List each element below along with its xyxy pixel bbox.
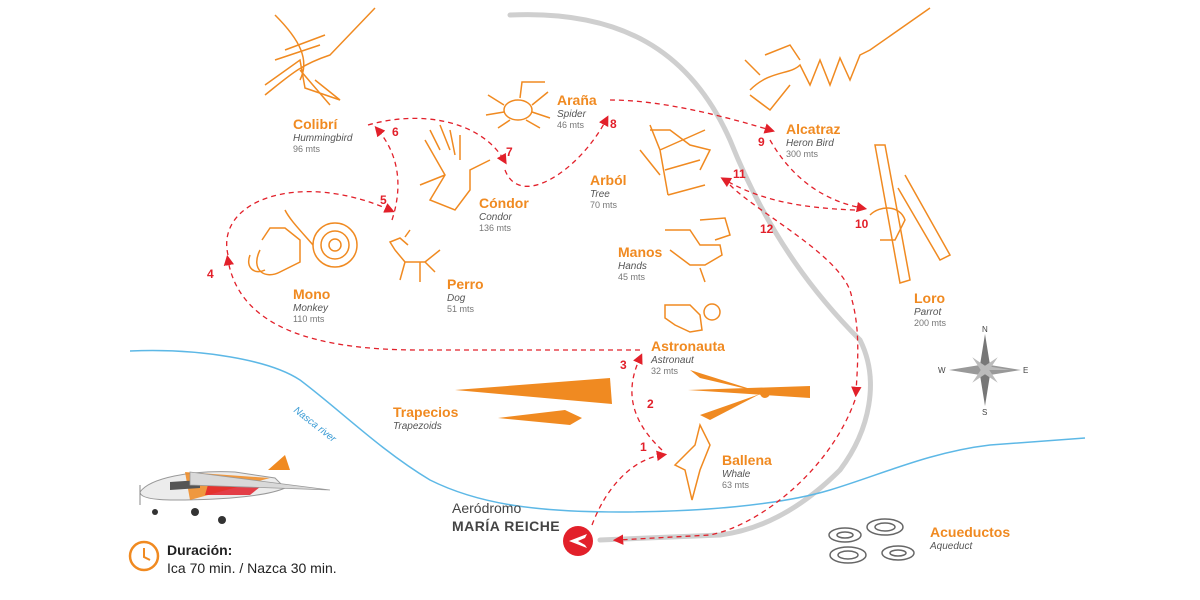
route-stop-1: 1: [640, 440, 647, 454]
label-arbol: Arból Tree 70 mts: [590, 173, 627, 211]
hands-figure: [665, 217, 731, 283]
airport-line2: MARÍA REICHE: [452, 517, 561, 534]
label-manos: Manos Hands 45 mts: [618, 245, 662, 283]
figure-name: Perro: [447, 276, 484, 292]
spider-figure: [485, 81, 551, 129]
figure-english: Heron Bird: [786, 137, 834, 149]
figure-english: Astronaut: [651, 354, 694, 366]
figure-size: 63 mts: [722, 480, 750, 491]
dog-figure: [388, 229, 441, 282]
clock-icon: [128, 540, 160, 572]
figure-name: Acueductos: [930, 524, 1011, 540]
compass-east: E: [1023, 366, 1029, 375]
nasca-river: [129, 349, 1086, 513]
figure-english: Hummingbird: [293, 132, 353, 144]
airport-label: Aeródromo MARÍA REICHE: [452, 500, 560, 535]
compass-rose-icon: [949, 334, 1021, 406]
label-acueductos: Acueductos Aqueduct: [930, 525, 1010, 552]
route-stop-9: 9: [758, 135, 765, 149]
figure-english: Whale: [722, 468, 751, 480]
figure-name: Ballena: [722, 452, 772, 468]
figure-english: Parrot: [914, 306, 942, 318]
label-colibri: Colibrí Hummingbird 96 mts: [293, 117, 352, 155]
heron-figure: [744, 7, 931, 112]
figure-name: Arból: [590, 172, 627, 188]
figure-name: Trapecios: [393, 404, 459, 420]
label-trapecios: Trapecios Trapezoids: [393, 405, 458, 432]
duration-box: Duración: Ica 70 min. / Nazca 30 min.: [167, 541, 337, 577]
figure-size: 200 mts: [914, 318, 947, 329]
figure-size: 110 mts: [293, 314, 325, 325]
figure-english: Dog: [447, 292, 466, 304]
label-astronauta: Astronauta Astronaut 32 mts: [651, 339, 725, 377]
figure-name: Araña: [557, 92, 597, 108]
label-ballena: Ballena Whale 63 mts: [722, 453, 772, 491]
figure-english: Tree: [590, 188, 610, 200]
figure-english: Aqueduct: [930, 540, 973, 552]
figure-english: Monkey: [293, 302, 329, 314]
figure-size: 51 mts: [447, 304, 475, 315]
route-stop-2: 2: [647, 397, 654, 411]
condor-figure: [419, 124, 491, 211]
figure-english: Hands: [618, 260, 647, 272]
figure-english: Spider: [557, 108, 586, 120]
duration-text: Ica 70 min. / Nazca 30 min.: [167, 560, 337, 577]
duration-title: Duración:: [167, 542, 233, 558]
figure-size: 46 mts: [557, 120, 585, 131]
figure-name: Alcatraz: [786, 121, 841, 137]
tree-figure: [639, 124, 712, 196]
route-stop-4: 4: [207, 267, 214, 281]
flight-route: [223, 99, 868, 545]
road: [507, 12, 873, 543]
figure-size: 32 mts: [651, 366, 679, 377]
figure-english: Condor: [479, 211, 512, 223]
route-stop-11: 11: [733, 167, 746, 181]
route-stop-5: 5: [380, 193, 387, 207]
whale-figure: [673, 422, 711, 501]
airport-line1: Aeródromo: [452, 500, 522, 516]
compass-south: S: [982, 408, 988, 417]
trapezoids-figure: [455, 370, 810, 425]
figure-size: 45 mts: [618, 272, 646, 283]
compass-west: W: [938, 366, 946, 375]
route-stop-12: 12: [760, 222, 774, 236]
airplane-icon: [563, 526, 593, 556]
astronaut-figure: [664, 303, 721, 333]
figure-name: Manos: [618, 244, 663, 260]
figure-size: 300 mts: [786, 149, 819, 160]
figure-name: Cóndor: [479, 195, 529, 211]
compass-north: N: [982, 325, 988, 334]
figure-name: Colibrí: [293, 116, 338, 132]
figure-name: Loro: [914, 290, 946, 306]
hummingbird-figure: [264, 7, 376, 106]
airplane-illustration: [139, 455, 331, 524]
figure-english: Trapezoids: [393, 420, 442, 432]
route-stop-3: 3: [620, 358, 627, 372]
label-condor: Cóndor Condor 136 mts: [479, 196, 529, 234]
figure-size: 136 mts: [479, 223, 512, 234]
aqueduct-figure: [828, 518, 915, 564]
figure-size: 96 mts: [293, 144, 321, 155]
label-perro: Perro Dog 51 mts: [447, 277, 484, 315]
route-stop-10: 10: [855, 217, 869, 231]
label-alcatraz: Alcatraz Heron Bird 300 mts: [786, 122, 840, 160]
label-loro: Loro Parrot 200 mts: [914, 291, 946, 329]
figure-name: Astronauta: [651, 338, 725, 354]
figure-size: 70 mts: [590, 200, 618, 211]
label-mono: Mono Monkey 110 mts: [293, 287, 330, 325]
parrot-figure: [869, 144, 952, 284]
figure-name: Mono: [293, 286, 331, 302]
label-arana: Araña Spider 46 mts: [557, 93, 597, 131]
route-stop-6: 6: [392, 125, 399, 139]
route-stop-8: 8: [610, 117, 617, 131]
route-stop-7: 7: [506, 145, 513, 159]
monkey-figure: [248, 209, 358, 276]
